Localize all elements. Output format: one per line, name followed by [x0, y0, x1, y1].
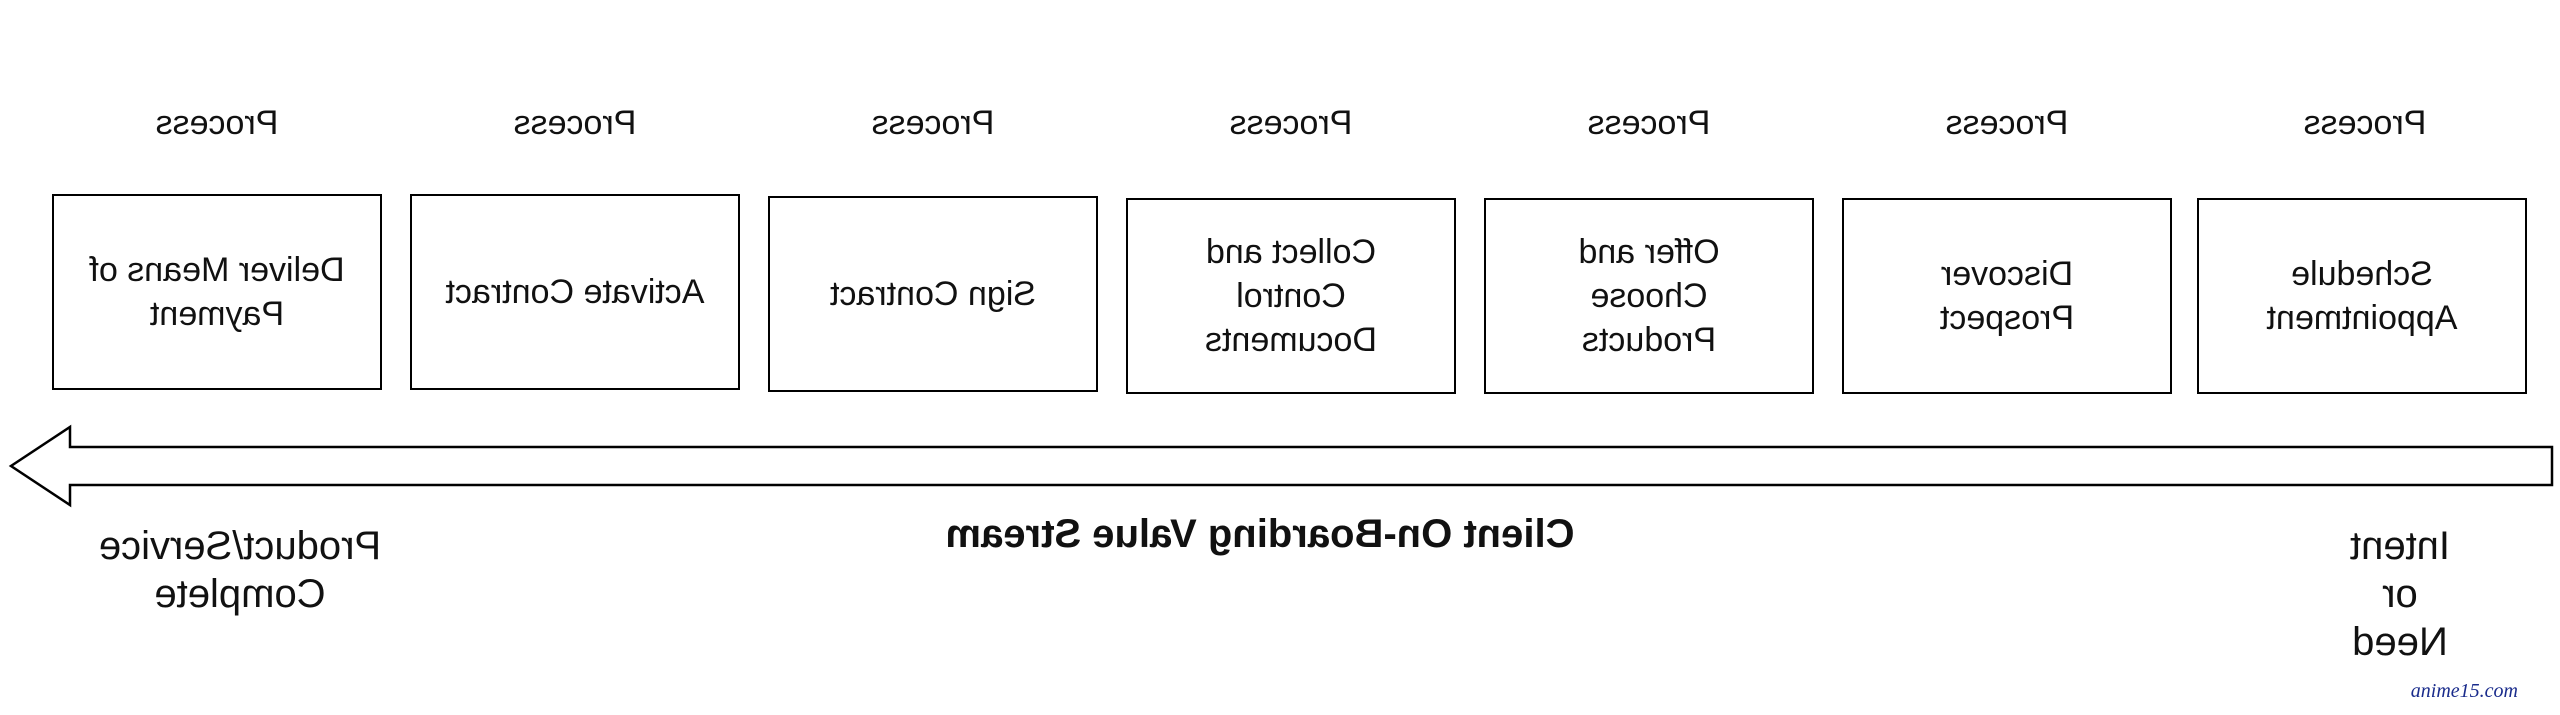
start-label-intent-or-need: Intent or Need: [2349, 524, 2451, 664]
value-stream-title: Client On-Boarding Value Stream: [945, 512, 1575, 556]
watermark-logo: anime15.com: [2410, 680, 2518, 702]
value-stream-arrow-shape: [8, 424, 2554, 508]
end-label-product-service-complete: Product/Service Complete: [98, 524, 382, 616]
